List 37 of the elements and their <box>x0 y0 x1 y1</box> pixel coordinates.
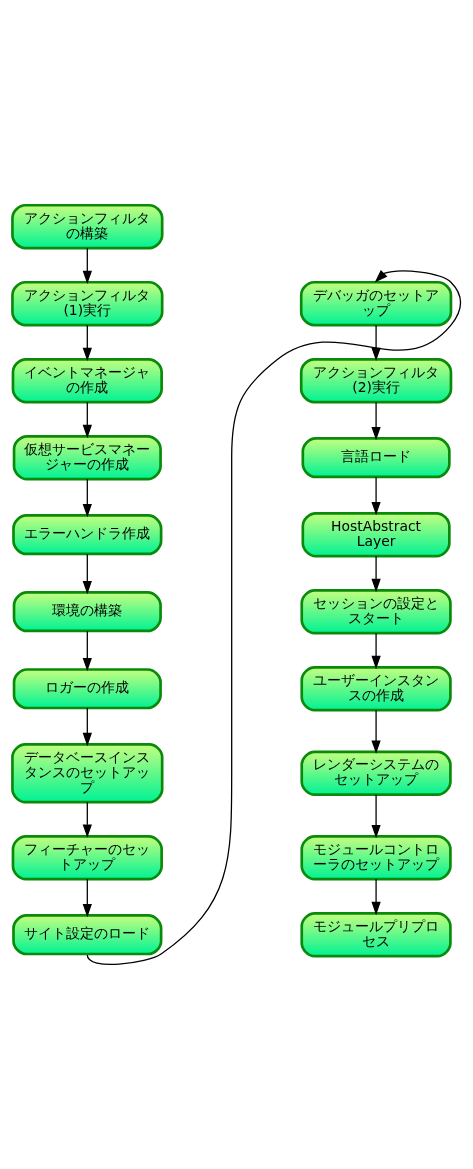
arrow <box>371 709 381 754</box>
arrow <box>371 476 381 515</box>
node-box: アクションフィルタ(1)実行 <box>11 280 164 326</box>
arrow <box>82 706 92 746</box>
node-box: セッションの設定とスタート <box>300 588 452 634</box>
arrow <box>82 878 92 917</box>
node-box: 言語ロード <box>301 436 451 478</box>
node-box: モジュールコントローラのセットアップ <box>300 834 452 880</box>
node-box: アクションフィルタ(2)実行 <box>299 357 453 403</box>
arrow <box>371 632 381 669</box>
node-box: データベースインスタンスのセットアップ <box>11 742 164 803</box>
arrow <box>371 401 381 440</box>
arrow <box>371 555 381 592</box>
arrow <box>82 324 92 361</box>
arrow <box>82 247 92 284</box>
node-box: サイト設定のロード <box>12 913 163 955</box>
node-box: モジュールプリプロセス <box>300 911 452 957</box>
node-box: HostAbstract Layer <box>301 511 451 557</box>
arrow <box>371 878 381 915</box>
node-box: フィーチャーのセットアップ <box>11 834 163 880</box>
node-box: 環境の構築 <box>12 590 162 632</box>
node-box: イベントマネージャの作成 <box>11 357 163 403</box>
node-box: デバッガのセットアップ <box>299 280 453 326</box>
arrow <box>371 324 381 361</box>
node-box: ロガーの作成 <box>12 667 162 709</box>
node-box: ユーザーインスタンスの作成 <box>300 665 452 711</box>
node-box: 仮想サービスマネージャーの作成 <box>12 434 162 480</box>
arrow <box>82 630 92 671</box>
arrow <box>371 793 381 838</box>
node-box: アクションフィルタの構築 <box>11 203 164 249</box>
node-box: エラーハンドラ作成 <box>12 513 163 555</box>
arrow <box>82 478 92 517</box>
arrow <box>82 801 92 838</box>
arrow <box>82 401 92 438</box>
arrow <box>82 553 92 594</box>
node-box: レンダーシステムのセットアップ <box>300 750 452 796</box>
arrow <box>86 269 462 965</box>
